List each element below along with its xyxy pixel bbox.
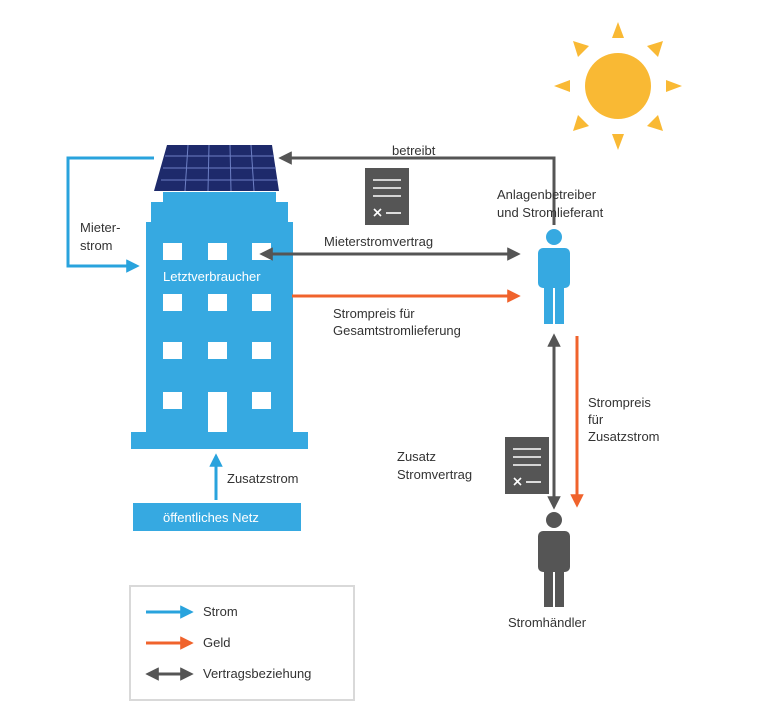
document-icon <box>505 437 549 494</box>
label-zusatz-stromvertrag: Zusatz Stromvertrag <box>397 449 473 482</box>
label-mieterstrom: Mieter- strom <box>80 220 121 253</box>
person-icon <box>538 229 570 324</box>
label-betreibt: betreibt <box>392 143 436 158</box>
legend <box>129 585 355 701</box>
label-netz: öffentliches Netz <box>163 510 259 525</box>
document-icon <box>365 168 409 225</box>
label-strompreis-gesamt: Strompreis für Gesamtstromlieferung <box>333 306 461 338</box>
label-zusatzstrom: Zusatzstrom <box>227 471 299 486</box>
building-icon <box>131 192 308 449</box>
arrow-mieterstrom <box>66 156 154 273</box>
person-icon <box>538 512 570 607</box>
arrow-betreibt <box>278 151 556 225</box>
solar-panel-icon <box>154 144 279 192</box>
label-strompreis-zusatz: Strompreis für Zusatzstrom <box>588 395 660 444</box>
label-stromhaendler: Stromhändler <box>508 615 587 630</box>
label-letztverbraucher: Letztverbraucher <box>163 269 261 284</box>
legend-label-strom: Strom <box>203 604 238 619</box>
sun-icon <box>554 22 682 150</box>
label-mieterstromvertrag: Mieterstromvertrag <box>324 234 434 249</box>
netz-box <box>133 503 301 531</box>
label-anlagenbetreiber: Anlagenbetreiber und Stromlieferant <box>497 187 604 220</box>
legend-label-vertrag: Vertragsbeziehung <box>203 666 312 681</box>
legend-label-geld: Geld <box>203 635 231 650</box>
